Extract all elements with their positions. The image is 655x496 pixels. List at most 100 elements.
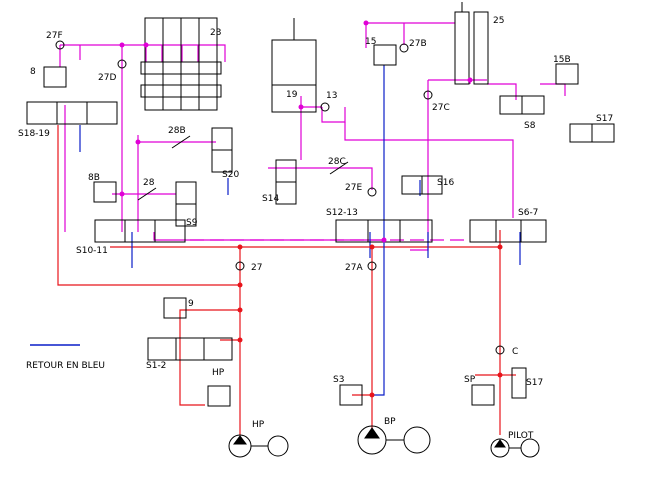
pilot-line [410,92,429,251]
pressure-junction [369,244,375,250]
return-lines [30,65,521,396]
check-valve-C [495,345,505,355]
pressure-junction [497,372,503,378]
label-27C: 27C [432,103,450,113]
pilot-junction [467,77,473,83]
pilot-junction [135,139,141,145]
pilot-line [153,232,384,241]
label-S10-11: S10-11 [76,246,108,256]
pilot-line [60,44,226,62]
label-19: 19 [286,90,298,100]
check-valve-27C [423,90,433,100]
valve-S16 [401,175,443,195]
label-27F: 27F [46,31,63,41]
label-27D: 27D [98,73,116,83]
pressure-junction [237,337,243,343]
restrictor-28 [137,187,157,201]
pilot-line [300,96,322,108]
label-8B: 8B [88,173,100,183]
valve-15 [373,44,397,66]
legend-text: RETOUR EN BLEU [26,361,105,371]
check-valve-27F [55,40,65,50]
pressure-junction [497,244,503,250]
label-S8: S8 [524,121,536,131]
pump-BP [357,425,431,455]
pressure-lines [57,125,516,435]
valve-S18-19 [26,101,118,125]
valve-S17-bottom [511,367,527,399]
pilot-junction [143,42,149,48]
label-S9: S9 [186,218,198,228]
valve-9 [163,297,187,319]
valve-S8 [499,95,545,115]
junction-dots [119,20,503,398]
pressure-junction [369,392,375,398]
pressure-line [110,230,501,248]
pilot-junction [119,191,125,197]
check-valve-13 [320,102,330,112]
label-S14: S14 [262,194,279,204]
valve-S9 [175,181,197,227]
check-valve-27B [399,43,409,53]
label-S12-13: S12-13 [326,208,358,218]
pressure-line [57,125,241,435]
label-27E: 27E [345,183,362,193]
pressure-line [179,309,240,406]
pilot-junction [298,104,304,110]
label-8: 8 [30,67,36,77]
label-28B: 28B [168,126,186,136]
label-13: 13 [326,91,337,101]
label-S3: S3 [333,375,344,385]
label-15: 15 [365,37,376,47]
label-S20: S20 [222,170,239,180]
cylinder-bank-23 [140,17,222,111]
valve-S3 [339,384,363,406]
pilot-junction [381,237,387,243]
valve-S17-top [569,123,615,143]
label-C: C [512,347,518,357]
pump-PILOT [490,438,540,458]
label-BP: BP [384,417,396,427]
label-23: 23 [210,28,221,38]
label-28C: 28C [328,157,346,167]
pilot-line [344,122,514,218]
label-S1-2: S1-2 [146,361,166,371]
pump-HP [228,434,289,458]
label-PILOT: PILOT [508,431,534,441]
restrictor-28C [329,161,349,175]
pressure-junction [237,307,243,313]
label-25: 25 [493,16,504,26]
pressure-junction [237,244,243,250]
cylinder-19 [271,18,317,113]
pilot-line [268,167,373,190]
label-27: 27 [251,263,262,273]
pilot-junction [119,42,125,48]
valve-S10-11 [94,219,186,243]
valve-8 [43,66,67,88]
label-SP: SP [464,375,476,385]
valve-S14 [275,159,297,205]
valve-S6-7 [469,219,547,243]
pilot-lines [59,22,566,251]
label-S6-7: S6-7 [518,208,538,218]
label-15B: 15B [553,55,571,65]
label-S18-19: S18-19 [18,129,50,139]
pilot-line [487,83,517,100]
pilot-line [540,83,566,96]
pilot-junction [363,20,369,26]
restrictor-28B [171,135,191,149]
label-HP-pump: HP [252,420,265,430]
label-9: 9 [188,299,194,309]
cylinder-pair-25 [454,2,489,85]
label-S17-bottom: S17 [526,378,543,388]
pilot-line [321,107,346,123]
label-27B: 27B [409,39,427,49]
label-S16: S16 [437,178,454,188]
return-line [372,65,385,396]
valve-8B [93,181,117,203]
component-symbols [26,2,615,458]
check-valve-27 [235,261,245,271]
check-valve-27A [367,261,377,271]
label-S17-top: S17 [596,114,613,124]
